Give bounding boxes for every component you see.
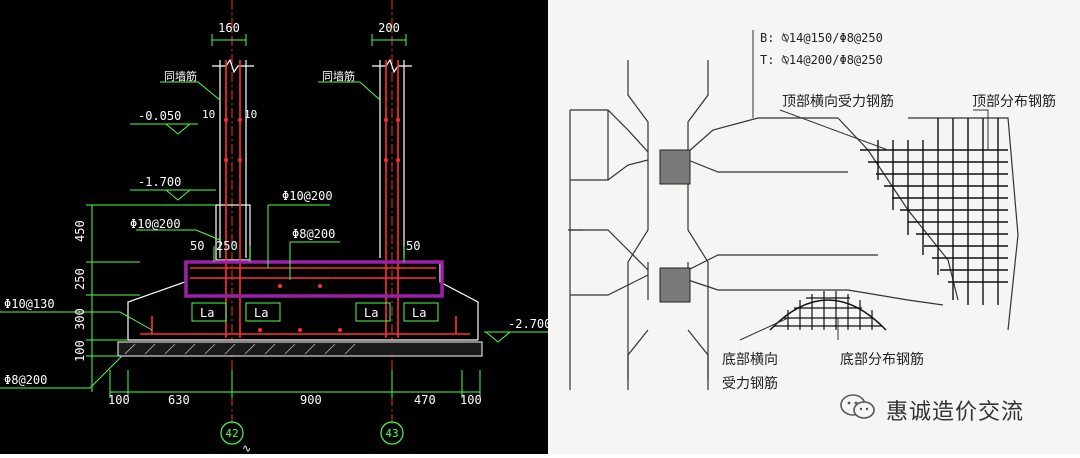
- highlight-box: [184, 260, 444, 298]
- axis-label-42: 42: [225, 427, 238, 440]
- top-mesh: [860, 118, 1008, 305]
- column-upper: [659, 149, 691, 185]
- column-lower: [659, 267, 691, 303]
- spec-top: T: ⍉14@200/Φ8@250: [760, 53, 883, 67]
- tie-label-left: 同墙筋: [164, 69, 197, 83]
- rebar-label-beam-top: Φ10@200: [282, 189, 333, 203]
- partial-mark: ∿: [242, 442, 251, 454]
- label-top-transverse: 顶部横向受力钢筋: [782, 93, 894, 110]
- spec-bottom: B: ⍉14@150/Φ8@250: [760, 31, 883, 45]
- hdim-900: 900: [300, 393, 322, 407]
- rebar-lines: [140, 60, 470, 338]
- label-top-distribution: 顶部分布钢筋: [972, 93, 1056, 110]
- hdim-630: 630: [168, 393, 190, 407]
- cover-dim-left: 10: [202, 108, 215, 121]
- schematic-svg: B: ⍉14@150/Φ8@250 T: ⍉14@200/Φ8@250 顶部横向…: [568, 30, 1056, 392]
- blinding-hatch: [124, 343, 356, 355]
- rebar-label-column: Φ10@200: [130, 217, 181, 231]
- rebar-label-slab-bottom: Φ8@200: [4, 373, 47, 387]
- axis-bubble-43: [380, 421, 404, 445]
- wechat-icon: [840, 394, 875, 419]
- hdim-470: 470: [414, 393, 436, 407]
- watermark-text: 惠诚造价交流: [886, 400, 1025, 425]
- bottom-mesh: [769, 291, 887, 331]
- vdim-300: 300: [73, 308, 87, 330]
- label-bottom-transverse-2: 受力钢筋: [722, 375, 778, 392]
- label-bottom-distribution: 底部分布钢筋: [840, 351, 924, 368]
- cad-drawing-svg: 42 43 160 200 同墙筋 同墙筋 10 10 -0.050 -1.70…: [0, 0, 548, 454]
- anchor-la-3: La: [364, 306, 378, 320]
- watermark: 惠诚造价交流: [838, 392, 1068, 425]
- level-top: -0.050: [138, 109, 181, 123]
- label-bottom-transverse-1: 底部横向: [722, 352, 778, 368]
- dimension-lines: [0, 34, 548, 398]
- leader-lines: [739, 30, 989, 341]
- cover-dim-right: 10: [244, 108, 257, 121]
- cad-foundation-section: 42 43 160 200 同墙筋 同墙筋 10 10 -0.050 -1.70…: [0, 0, 548, 454]
- vdim-250: 250: [73, 268, 87, 290]
- beam-dim-50-left: 50: [190, 239, 204, 253]
- rebar-layout-schematic: B: ⍉14@150/Φ8@250 T: ⍉14@200/Φ8@250 顶部横向…: [548, 0, 1080, 454]
- wall-width-right: 200: [378, 21, 400, 35]
- anchor-la-2: La: [254, 306, 268, 320]
- beam-dim-50-right: 50: [406, 239, 420, 253]
- anchor-la-4: La: [412, 306, 426, 320]
- axis-bubble-42: [220, 421, 244, 445]
- vdim-100: 100: [73, 340, 87, 362]
- blinding-layer: [117, 341, 483, 357]
- level-mid: -1.700: [138, 175, 181, 189]
- rebar-label-beam-stirrup: Φ8@200: [292, 227, 335, 241]
- wall-width-left: 160: [218, 21, 240, 35]
- axis-label-43: 43: [385, 427, 398, 440]
- hdim-100-left: 100: [108, 393, 130, 407]
- beam-dim-250: 250: [216, 239, 238, 253]
- rebar-dots: [224, 118, 400, 332]
- tie-label-right: 同墙筋: [322, 69, 355, 83]
- vdim-450: 450: [73, 220, 87, 242]
- anchor-la-1: La: [200, 306, 214, 320]
- rebar-label-slab-top: Φ10@130: [4, 297, 55, 311]
- level-bottom: -2.700: [508, 317, 548, 331]
- hdim-100-right: 100: [460, 393, 482, 407]
